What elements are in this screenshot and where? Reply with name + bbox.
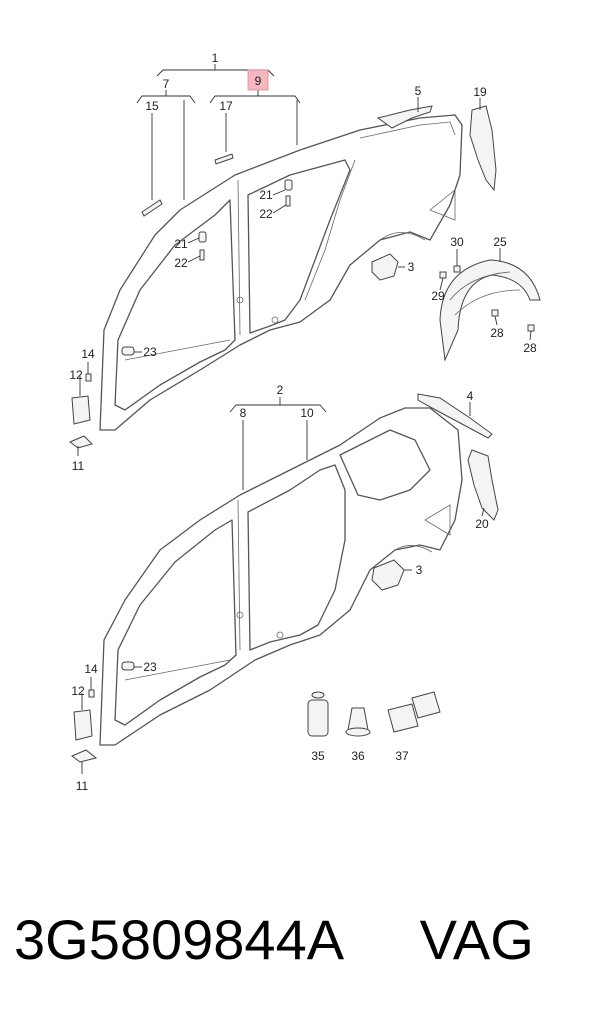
callout-10: 10: [300, 406, 314, 420]
screw-28-right: [527, 324, 535, 332]
clip-14-lower: [88, 689, 95, 698]
callout-12-lower: 12: [71, 684, 85, 698]
part-3-lower: [371, 559, 405, 591]
bolt-21-22-upper: [284, 179, 293, 207]
callout-15: 15: [145, 99, 159, 113]
bolt-21-22-lower: [198, 231, 207, 261]
callout-1: 1: [212, 51, 219, 65]
part-4-strip: [417, 393, 493, 439]
bracket-12-upper: [71, 395, 91, 425]
callout-3-upper: 3: [408, 260, 415, 274]
callout-28-right: 28: [523, 341, 537, 355]
callout-14-upper: 14: [81, 347, 95, 361]
highlight-box-9: [247, 69, 269, 91]
callout-35: 35: [311, 749, 325, 763]
callout-20: 20: [475, 517, 489, 531]
callout-2: 2: [277, 383, 284, 397]
clip-11-lower: [71, 749, 98, 763]
callout-3-lower: 3: [416, 563, 423, 577]
callout-17: 17: [219, 99, 233, 113]
caption: 3G5809844A VAG: [14, 900, 594, 980]
screw-28-left: [491, 309, 499, 317]
callout-4: 4: [467, 389, 474, 403]
callout-23-lower: 23: [143, 660, 157, 674]
bracket-12-lower: [73, 709, 93, 741]
callout-8: 8: [240, 406, 247, 420]
callout-25: 25: [493, 235, 507, 249]
callout-36: 36: [351, 749, 365, 763]
part-20-bracket: [467, 449, 499, 521]
part-37-pad: [387, 691, 441, 733]
callout-9: 9: [255, 74, 262, 88]
trim-strip-15: [141, 199, 163, 217]
callout-11-upper: 11: [72, 459, 85, 473]
callout-28-left: 28: [490, 326, 504, 340]
screw-29: [439, 271, 447, 279]
callout-22-upper: 22: [259, 207, 273, 221]
part-5-bracket: [376, 105, 433, 129]
clip-11-upper: [69, 435, 93, 449]
callout-37: 37: [395, 749, 409, 763]
brand: VAG: [419, 908, 534, 971]
screw-30: [453, 265, 461, 273]
part-36-grommet: [345, 707, 371, 737]
part-35-bumper: [307, 691, 329, 737]
trim-strip-17: [214, 153, 234, 165]
sedan-side-panel: [99, 114, 463, 431]
callout-19: 19: [473, 85, 487, 99]
parts-diagram: 1 7 9 15 17 5 19 21 22 21 22 3 30 25 29 …: [69, 51, 541, 793]
callout-29: 29: [431, 289, 445, 303]
callout-labels: 1 7 9 15 17 5 19 21 22 21 22 3 30 25 29 …: [69, 51, 537, 793]
part-19-bracket: [469, 105, 497, 192]
callout-30: 30: [450, 235, 464, 249]
callout-14-lower: 14: [84, 662, 98, 676]
clip-14-upper: [85, 373, 92, 382]
callout-21-lower: 21: [174, 237, 188, 251]
part-3-upper: [371, 253, 399, 281]
callout-23-upper: 23: [143, 345, 157, 359]
callout-12-upper: 12: [69, 368, 83, 382]
plug-23-lower: [121, 661, 135, 671]
callout-7: 7: [163, 77, 170, 91]
leader-lines: [77, 64, 532, 774]
callout-11-lower: 11: [76, 779, 89, 793]
callout-22-lower: 22: [174, 256, 188, 270]
part-number: 3G5809844A: [14, 908, 345, 971]
callout-5: 5: [415, 84, 422, 98]
plug-23-upper: [121, 346, 135, 356]
callout-21-upper: 21: [259, 188, 273, 202]
wheel-arch-liner-25: [439, 259, 541, 362]
wagon-side-panel: [99, 407, 463, 746]
